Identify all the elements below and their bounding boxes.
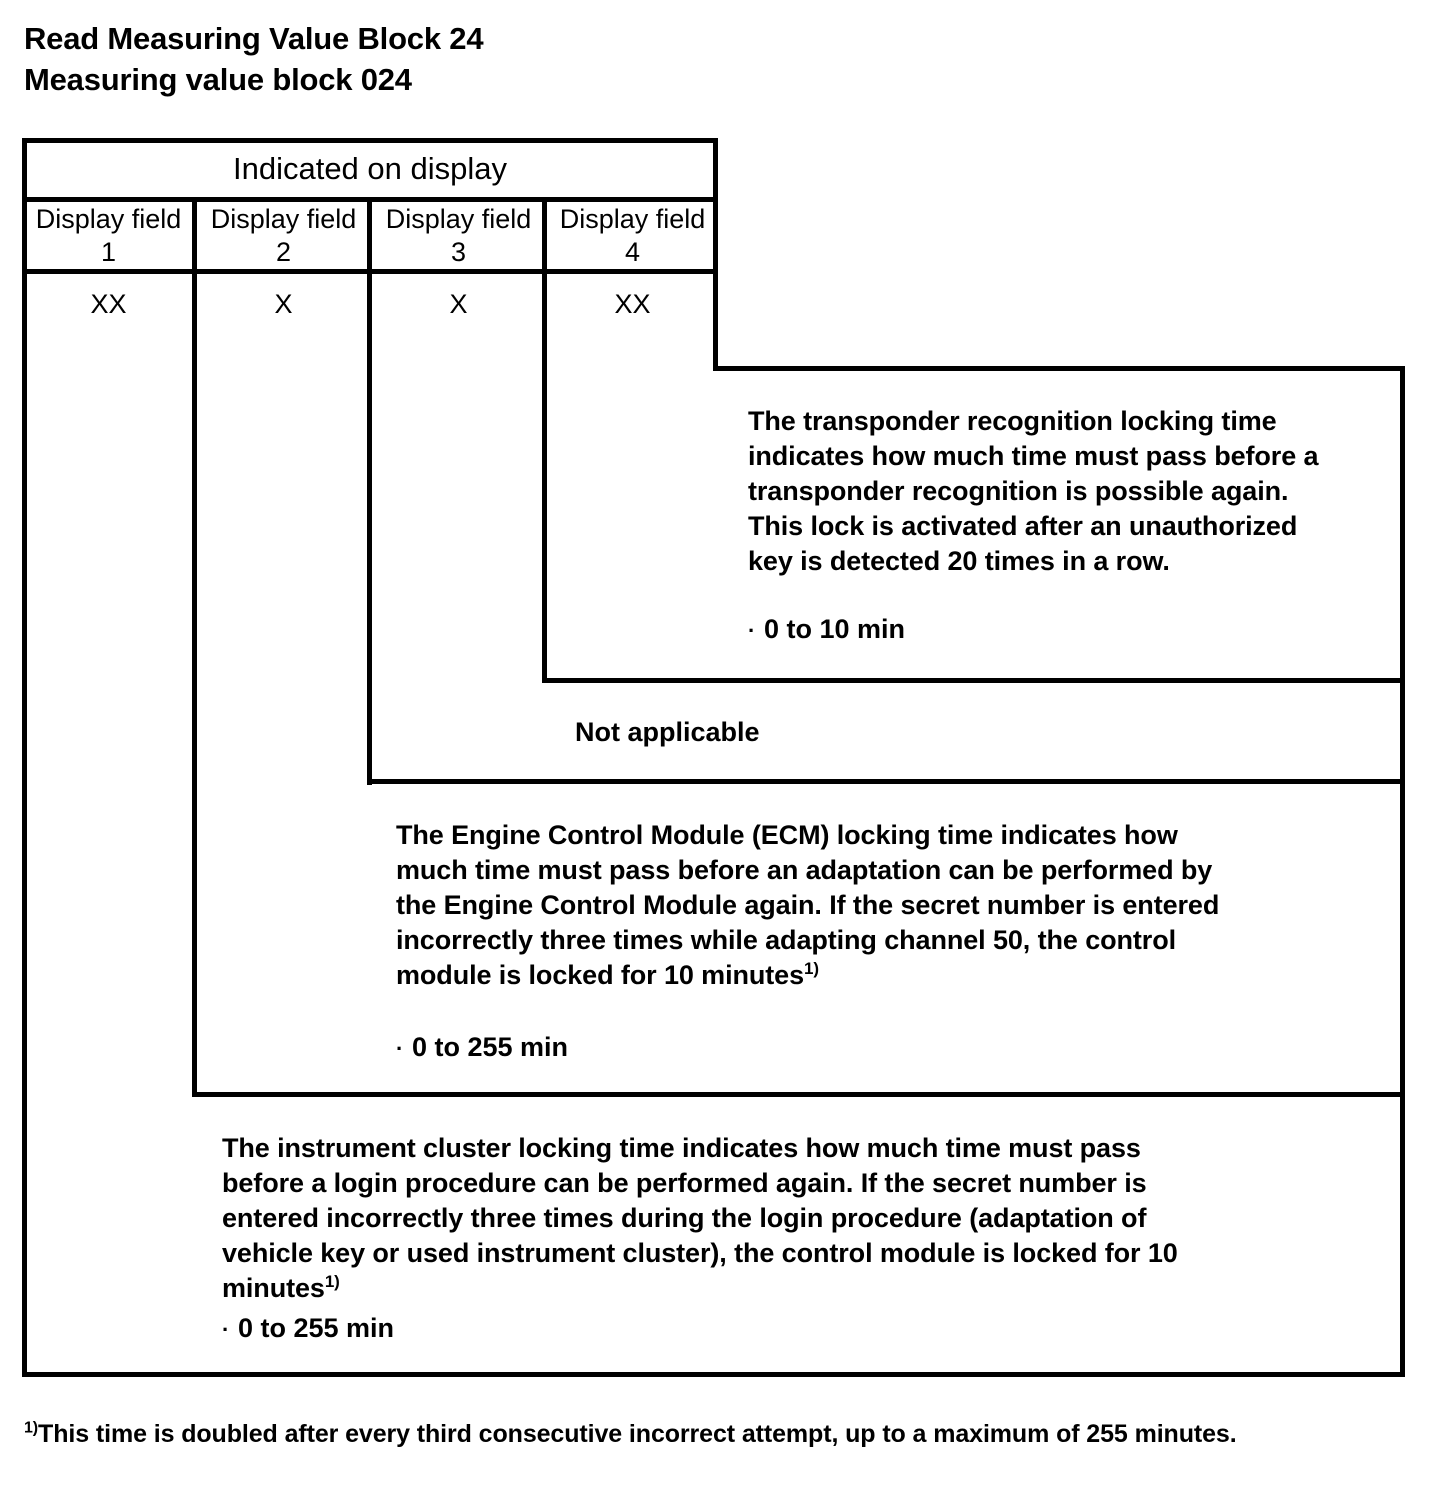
column-header-3: Display field 3 [372, 203, 545, 269]
transponder-box-top-border [713, 366, 1405, 371]
column-header-1-label: Display field [35, 204, 182, 234]
transponder-description-text: The transponder recognition locking time… [748, 406, 1319, 576]
transponder-range-value: 0 to 10 min [764, 614, 906, 644]
table-border-top [22, 138, 718, 143]
ecm-description-body: The Engine Control Module (ECM) locking … [396, 820, 1220, 990]
transponder-box-bottom-border [542, 678, 1405, 683]
column-header-4: Display field 4 [547, 203, 718, 269]
footnote: 1)This time is doubled after every third… [24, 1414, 1244, 1454]
column-header-1: Display field 1 [22, 203, 195, 269]
column-separator-2 [367, 197, 372, 785]
column-header-3-label: Display field [385, 204, 532, 234]
instrument-cluster-footnote-marker: 1) [324, 1272, 340, 1291]
column-header-2-number: 2 [275, 237, 292, 267]
instrument-cluster-description-body: The instrument cluster locking time indi… [222, 1133, 1178, 1303]
bullet-icon: · [396, 1036, 404, 1061]
column-value-1: XX [90, 289, 127, 319]
column-header-1-number: 1 [100, 237, 117, 267]
column-header-3-number: 3 [450, 237, 467, 267]
instrument-cluster-range-bullet: · 0 to 255 min [222, 1312, 394, 1346]
ecm-description-text: The Engine Control Module (ECM) locking … [396, 818, 1246, 993]
bullet-icon: · [222, 1317, 230, 1342]
footnote-text: This time is doubled after every third c… [38, 1420, 1237, 1448]
table-border-left [22, 138, 27, 1377]
column-header-2-label: Display field [210, 204, 357, 234]
not-applicable-box-bottom-border [367, 779, 1405, 784]
column-value-4: XX [614, 289, 651, 319]
banner-indicated-on-display: Indicated on display [232, 151, 508, 186]
ecm-footnote-marker: 1) [804, 959, 819, 978]
column-header-4-number: 4 [624, 237, 641, 267]
ecm-box-bottom-border [192, 1092, 1405, 1097]
title-line-2: Measuring value block 024 [24, 62, 412, 97]
column-separator-1 [192, 197, 197, 1095]
column-4-right-border [713, 138, 718, 366]
title-line-1: Read Measuring Value Block 24 [24, 21, 484, 56]
column-separator-3 [542, 197, 547, 681]
column-header-2: Display field 2 [197, 203, 370, 269]
document-title: Read Measuring Value Block 24 Measuring … [24, 18, 1024, 100]
transponder-range-bullet: · 0 to 10 min [748, 613, 905, 647]
column-value-3: X [449, 289, 468, 319]
not-applicable-text: Not applicable [575, 717, 760, 747]
footnote-marker: 1) [24, 1419, 39, 1437]
column-header-4-label: Display field [559, 204, 706, 234]
instrument-cluster-description-text: The instrument cluster locking time indi… [222, 1131, 1187, 1306]
ecm-range-bullet: · 0 to 255 min [396, 1031, 568, 1065]
ecm-range-value: 0 to 255 min [412, 1032, 569, 1062]
column-value-2: X [274, 289, 293, 319]
bullet-icon: · [748, 618, 756, 643]
table-border-bottom [22, 1372, 1405, 1377]
instrument-cluster-range-value: 0 to 255 min [238, 1313, 395, 1343]
table-border-right [1400, 366, 1405, 1377]
